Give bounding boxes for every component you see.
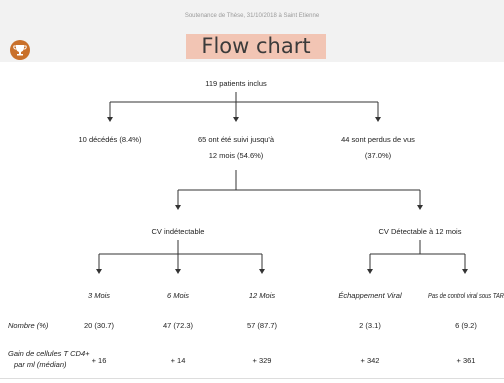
value-12-mois-nombre: 57 (87.7) — [247, 321, 278, 330]
lost-node-text-line1: 44 sont perdus de vus — [341, 135, 415, 144]
followed-node-text-line2: 12 mois (54.6%) — [209, 151, 264, 160]
root-node-text: 119 patients inclus — [205, 79, 267, 88]
value-pas-de-control-nombre: 6 (9.2) — [455, 321, 477, 330]
value-3-mois-gain: + 16 — [92, 356, 107, 365]
value-echappement-nombre: 2 (3.1) — [359, 321, 381, 330]
detectable-node-text: CV Détectable à 12 mois — [379, 227, 462, 236]
slide-title: Flow chart — [186, 34, 326, 59]
lost-node-text-line2: (37.0%) — [365, 151, 392, 160]
value-6-mois-gain: + 14 — [171, 356, 186, 365]
column-header-echappement: Échappement Viral — [338, 291, 402, 300]
row-label-gain-line1: Gain de cellules T CD4+ — [8, 349, 90, 358]
row-label-gain-line2: par ml (médian) — [13, 360, 67, 369]
trophy-icon — [10, 40, 30, 60]
column-header-12-mois: 12 Mois — [249, 291, 276, 300]
column-header-pas-de-control: Pas de control viral sous TAR — [428, 291, 504, 300]
followed-node-text-line1: 65 ont été suivi jusqu'à — [198, 135, 275, 144]
deceased-node-text: 10 décédés (8.4%) — [79, 135, 142, 144]
column-header-6-mois: 6 Mois — [167, 291, 189, 300]
value-6-mois-nombre: 47 (72.3) — [163, 321, 194, 330]
undetectable-node-text: CV indétectable — [152, 227, 205, 236]
row-label-nombre: Nombre (%) — [8, 321, 49, 330]
value-pas-de-control-gain: + 361 — [457, 356, 476, 365]
slide-caption: Soutenance de Thèse, 31/10/2018 à Saint … — [184, 13, 320, 19]
value-3-mois-nombre: 20 (30.7) — [84, 321, 115, 330]
column-header-3-mois: 3 Mois — [88, 291, 110, 300]
value-12-mois-gain: + 329 — [253, 356, 272, 365]
arrow-heads — [96, 117, 468, 274]
value-echappement-gain: + 342 — [361, 356, 380, 365]
connector-lines — [98, 92, 466, 272]
footer-divider — [0, 378, 504, 379]
flow-chart-diagram: 119 patients inclus 10 décédés (8.4%) 65… — [8, 79, 504, 369]
